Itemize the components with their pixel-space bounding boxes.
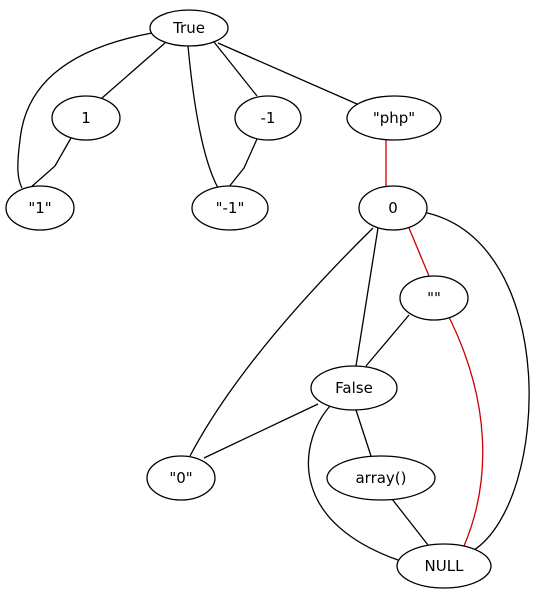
edge-true-node-to-str-php xyxy=(217,42,358,105)
node-ellipse xyxy=(5,185,75,231)
node-neg-one: -1 xyxy=(234,95,302,141)
node-str-zero: "0" xyxy=(146,455,216,501)
edge-false-node-to-str-zero xyxy=(203,403,319,459)
edge-neg-one-to-str-neg-one xyxy=(227,138,258,189)
node-str-php: "php" xyxy=(346,95,442,141)
nodes-layer: True 1 "1" "-1" -1 "php" 0 "" False "0" array() NUL… xyxy=(5,9,492,589)
edge-false-node-to-null-node xyxy=(307,405,399,561)
edge-true-node-to-neg-one xyxy=(213,41,258,97)
edge-empty-str-to-false-node xyxy=(365,314,410,367)
node-ellipse xyxy=(51,95,121,141)
edge-true-node-to-str-one xyxy=(17,32,153,189)
node-ellipse xyxy=(326,455,436,501)
node-label: 1 xyxy=(81,109,91,127)
node-str-one: "1" xyxy=(5,185,75,231)
edge-array-to-null-node xyxy=(391,498,429,546)
node-label: NULL xyxy=(425,557,465,575)
node-false-node: False xyxy=(310,365,398,411)
node-ellipse xyxy=(234,95,302,141)
node-ellipse xyxy=(146,455,216,501)
edge-zero-to-str-zero xyxy=(189,227,374,457)
node-null-node: NULL xyxy=(396,543,492,589)
node-ellipse xyxy=(310,365,398,411)
node-empty-str: "" xyxy=(399,275,469,321)
node-one: 1 xyxy=(51,95,121,141)
node-ellipse xyxy=(191,185,269,231)
edge-empty-str-to-null-node xyxy=(448,316,484,547)
node-zero: 0 xyxy=(358,185,428,231)
edge-true-node-to-str-neg-one xyxy=(187,45,219,189)
edge-zero-to-null-node xyxy=(422,211,530,551)
edge-one-to-str-one xyxy=(29,137,72,189)
node-label: -1 xyxy=(261,109,276,127)
node-label: True xyxy=(172,19,205,37)
node-ellipse xyxy=(358,185,428,231)
node-label: "1" xyxy=(28,199,51,217)
node-ellipse xyxy=(149,9,229,47)
node-str-neg-one: "-1" xyxy=(191,185,269,231)
edge-zero-to-false-node xyxy=(355,227,379,367)
node-label: array() xyxy=(355,469,406,487)
node-label: "0" xyxy=(169,469,192,487)
node-label: "php" xyxy=(373,109,415,127)
node-ellipse xyxy=(346,95,442,141)
edge-false-node-to-array xyxy=(355,409,372,457)
node-ellipse xyxy=(399,275,469,321)
edge-zero-to-empty-str xyxy=(408,227,430,277)
node-true-node: True xyxy=(149,9,229,47)
node-label: 0 xyxy=(388,199,398,217)
node-label: False xyxy=(335,379,373,397)
node-ellipse xyxy=(396,543,492,589)
node-label: "-1" xyxy=(216,199,245,217)
node-label: "" xyxy=(427,289,441,307)
node-array: array() xyxy=(326,455,436,501)
edges-layer xyxy=(17,32,530,561)
edge-true-node-to-one xyxy=(101,42,166,99)
